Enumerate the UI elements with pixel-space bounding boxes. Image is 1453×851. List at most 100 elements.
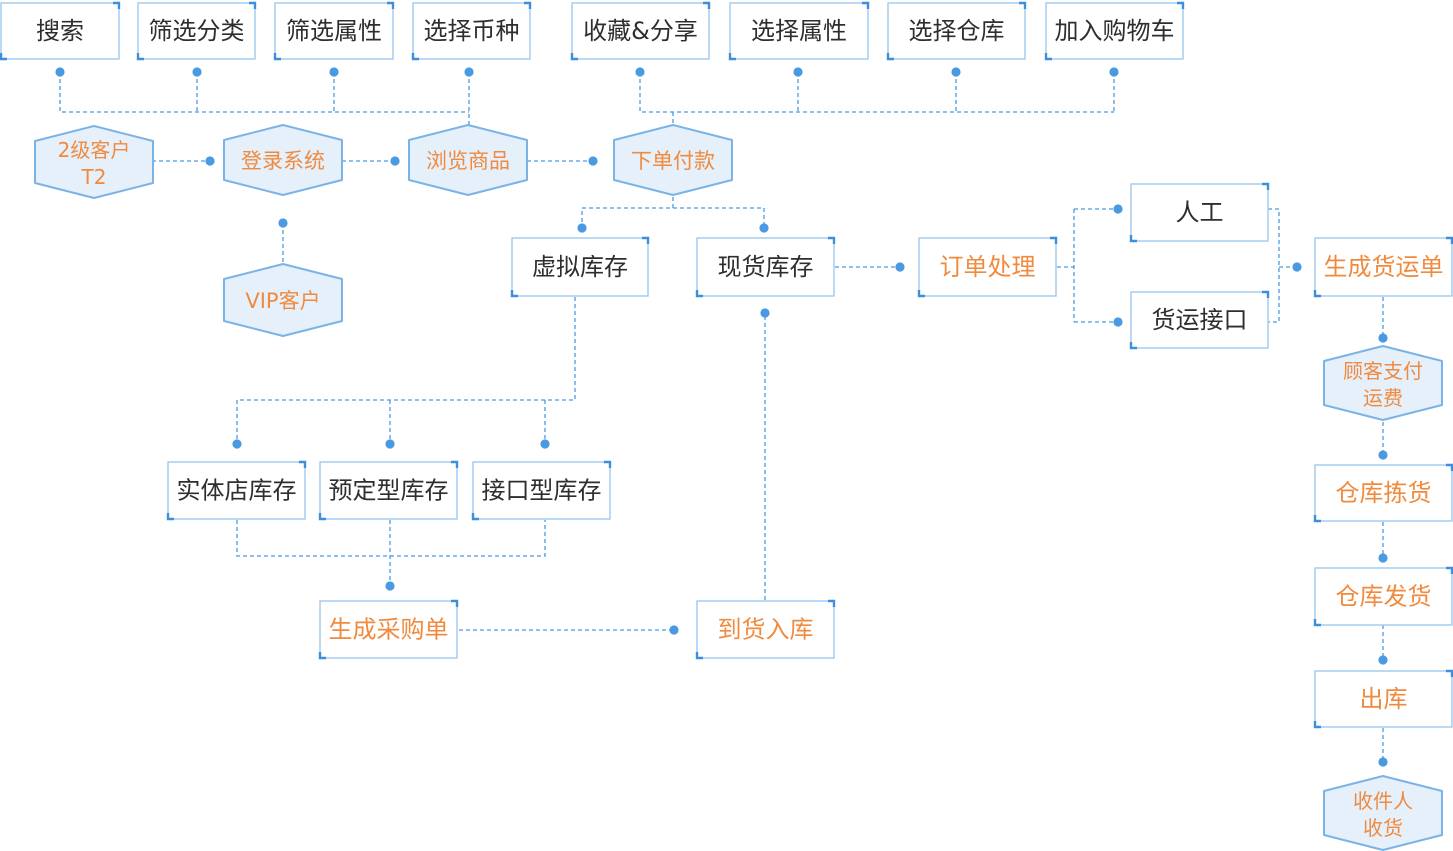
connector-dot (1113, 317, 1123, 327)
connector-dot (577, 223, 587, 233)
node-select-currency-label: 选择币种 (424, 17, 520, 45)
node-outbound-frame (1314, 670, 1453, 728)
corner-accent (524, 1, 532, 9)
node-select-warehouse-label: 选择仓库 (909, 17, 1005, 45)
corner-accent (1446, 463, 1453, 471)
node-order-pay-shape (613, 124, 733, 196)
connector-dot (390, 156, 400, 166)
node-order-process-label: 订单处理 (940, 253, 1036, 281)
connector-dot (205, 156, 215, 166)
node-order-process-frame (918, 237, 1057, 297)
node-filter-category: 筛选分类 (136, 1, 257, 61)
corner-accent (1262, 290, 1270, 298)
corner-accent (1044, 53, 1052, 61)
corner-accent (695, 652, 703, 660)
connector-dot (1378, 757, 1388, 767)
connector-dot (1109, 67, 1119, 77)
node-spot-stock-frame (696, 237, 835, 297)
connector-dot (635, 67, 645, 77)
node-customer-t2-label-line1: 2级客户 (58, 138, 131, 162)
connector-dot (588, 156, 598, 166)
connector-dot (951, 67, 961, 77)
node-add-cart: 加入购物车 (1044, 1, 1185, 61)
edge-top-right-bracket (639, 72, 1114, 113)
node-customer-pay-label-line1: 顾客支付 (1343, 359, 1423, 383)
node-store-stock: 实体店库存 (166, 460, 307, 521)
connector-dot (540, 439, 550, 449)
node-api-stock: 接口型库存 (471, 460, 612, 521)
connector-dot (464, 67, 474, 77)
node-vip-shape (223, 263, 343, 337)
node-filter-category-label: 筛选分类 (149, 17, 245, 45)
corner-accent (1177, 1, 1185, 9)
corner-accent (828, 236, 836, 244)
corner-accent (886, 53, 894, 61)
node-customer-t2-shape (34, 125, 154, 199)
corner-accent (1129, 342, 1137, 350)
corner-accent (166, 513, 174, 521)
corner-accent (299, 460, 307, 468)
connector-dot (278, 218, 288, 228)
node-customer-t2-label-line2: T2 (81, 165, 107, 189)
node-login: 登录系统 (223, 124, 343, 196)
corner-accent (510, 290, 518, 298)
node-recipient-label-line1: 收件人 (1353, 789, 1413, 813)
connector-dot (55, 67, 65, 77)
corner-accent (318, 652, 326, 660)
node-arrival: 到货入库 (695, 599, 836, 660)
node-filter-category-frame (137, 2, 256, 60)
node-select-warehouse-frame (887, 2, 1026, 60)
node-manual-frame (1130, 183, 1269, 242)
node-spot-stock: 现货库存 (695, 236, 836, 298)
corner-accent (318, 513, 326, 521)
connector-dot (760, 308, 770, 318)
node-search-frame (0, 2, 120, 60)
node-preorder-stock: 预定型库存 (318, 460, 459, 521)
edge-top-left-bracket (59, 72, 469, 113)
connector-dot (232, 439, 242, 449)
corner-accent (471, 513, 479, 521)
node-fav-share-label: 收藏&分享 (583, 17, 698, 45)
node-order-pay: 下单付款 (613, 124, 733, 196)
corner-accent (1313, 290, 1321, 298)
connectors (55, 67, 1388, 767)
corner-accent (1446, 566, 1453, 574)
node-add-cart-frame (1045, 2, 1184, 60)
connector-dot (1378, 450, 1388, 460)
node-warehouse-ship: 仓库发货 (1313, 566, 1453, 627)
corner-accent (1313, 721, 1321, 729)
node-gen-purchase: 生成采购单 (318, 599, 459, 660)
corner-accent (570, 53, 578, 61)
node-browse-label: 浏览商品 (426, 149, 510, 173)
corner-accent (728, 53, 736, 61)
edge-order-spot (673, 207, 765, 228)
node-browse: 浏览商品 (408, 124, 528, 196)
connector-dot (793, 67, 803, 77)
node-recipient-shape (1323, 775, 1443, 851)
corner-accent (1019, 1, 1027, 9)
node-manual-label: 人工 (1176, 199, 1224, 227)
corner-accent (1313, 619, 1321, 627)
node-select-warehouse: 选择仓库 (886, 1, 1027, 61)
connector-dot (329, 67, 339, 77)
node-gen-shipping: 生成货运单 (1313, 236, 1453, 298)
connector-dot (1292, 262, 1302, 272)
node-customer-t2: 2级客户 T2 (34, 125, 154, 199)
connector-dot (669, 625, 679, 635)
connector-dot (385, 439, 395, 449)
connector-dot (1113, 204, 1123, 214)
node-search-label: 搜索 (36, 17, 84, 45)
corner-accent (604, 460, 612, 468)
node-filter-attr-label: 筛选属性 (286, 17, 382, 45)
edge-virtual-types (236, 297, 576, 444)
node-spot-stock-label: 现货库存 (718, 253, 814, 281)
node-order-pay-label: 下单付款 (631, 149, 715, 173)
corner-accent (273, 53, 281, 61)
node-add-cart-label: 加入购物车 (1055, 17, 1175, 45)
node-order-process: 订单处理 (917, 236, 1058, 298)
node-vip: VIP客户 (223, 263, 343, 337)
node-filter-attr-frame (274, 2, 394, 60)
node-customer-pay-label-line2: 运费 (1363, 386, 1403, 410)
